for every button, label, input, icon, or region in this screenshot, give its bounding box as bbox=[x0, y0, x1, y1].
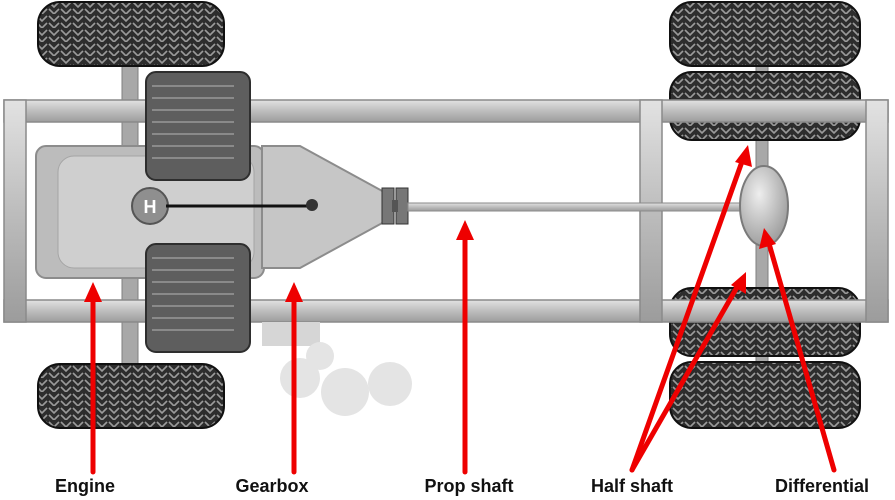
wheel-front-right bbox=[37, 363, 225, 429]
callout-arrows bbox=[84, 145, 837, 475]
svg-text:H: H bbox=[144, 197, 157, 217]
arrow-gearbox bbox=[285, 282, 303, 475]
label-half-shaft: Half shaft bbox=[590, 476, 674, 496]
exhaust-smoke bbox=[262, 322, 412, 416]
label-engine: Engine bbox=[54, 476, 116, 496]
cylinder-bank-bottom bbox=[145, 243, 251, 353]
prop-shaft bbox=[407, 202, 745, 212]
arrow-engine bbox=[84, 282, 102, 475]
label-prop-shaft: Prop shaft bbox=[424, 476, 514, 496]
arrow-differential bbox=[759, 228, 837, 473]
arrow-prop-shaft bbox=[456, 220, 474, 475]
arrow-half-shaft-lower bbox=[629, 272, 746, 473]
arrow-half-shaft-upper bbox=[629, 145, 752, 473]
label-gearbox: Gearbox bbox=[235, 476, 309, 496]
wheel-rear-left-outer bbox=[669, 1, 861, 67]
wheel-rear-right-outer bbox=[669, 361, 861, 429]
universal-joint bbox=[381, 187, 409, 225]
label-differential: Differential bbox=[774, 476, 870, 496]
cylinder-bank-top bbox=[145, 71, 251, 181]
wheel-front-left bbox=[37, 1, 225, 67]
